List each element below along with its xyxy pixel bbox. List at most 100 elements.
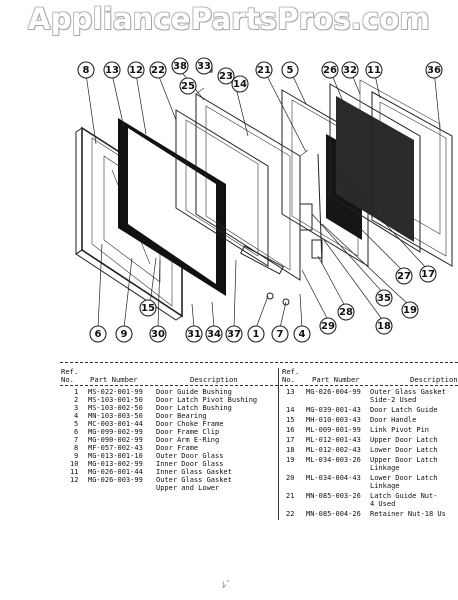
row-description: Lower Door Latch <box>370 474 438 482</box>
svg-text:19: 19 <box>403 305 417 316</box>
callout-32: 32 <box>341 61 359 79</box>
svg-text:6: 6 <box>95 329 102 340</box>
row-part-number: MG-013-002-99 <box>88 460 143 468</box>
row-part-number: MF-057-002-43 <box>88 444 143 452</box>
callout-6: 6 <box>89 325 107 343</box>
callout-36: 36 <box>425 61 443 79</box>
row-ref: 6 <box>74 428 79 436</box>
row-description: Outer Glass Gasket <box>370 388 446 396</box>
callout-7: 7 <box>271 325 289 343</box>
row-description: Link Pivot Pin <box>370 426 430 434</box>
callout-13: 13 <box>103 61 121 79</box>
header-ref-right: Ref. <box>282 367 300 376</box>
svg-text:38: 38 <box>173 61 187 72</box>
row-ref: 15 <box>286 416 295 424</box>
row-description: Door Bearing <box>156 412 207 420</box>
row-description-continued: Upper and Lower <box>156 484 220 492</box>
header-part-number-right: Part Number <box>312 375 360 384</box>
callout-8: 8 <box>77 61 95 79</box>
svg-text:17: 17 <box>421 269 435 280</box>
svg-text:34: 34 <box>207 329 221 340</box>
callout-22: 22 <box>149 61 167 79</box>
callout-26: 26 <box>321 61 339 79</box>
page-mark: ﾚﾞ <box>222 581 232 591</box>
callout-14: 14 <box>231 75 249 93</box>
callout-37: 37 <box>225 325 243 343</box>
svg-text:1: 1 <box>253 329 260 340</box>
callout-17: 17 <box>419 265 437 283</box>
row-description: Door Latch Bushing <box>156 404 232 412</box>
row-ref: 1 <box>74 388 79 396</box>
row-part-number: ML-009-001-99 <box>306 426 361 434</box>
row-part-number: MH-010-003-43 <box>306 416 361 424</box>
svg-text:29: 29 <box>321 321 335 332</box>
row-part-number: MN-085-004-26 <box>306 510 361 518</box>
row-description-continued: 4 Used <box>370 500 396 508</box>
row-ref: 8 <box>74 444 79 452</box>
row-ref: 19 <box>286 456 295 464</box>
callout-25: 25 <box>179 77 197 95</box>
svg-text:12: 12 <box>129 65 143 76</box>
inner-frame <box>175 87 309 281</box>
callout-35: 35 <box>375 289 393 307</box>
svg-text:8: 8 <box>83 65 90 76</box>
row-ref: 18 <box>286 446 295 454</box>
callout-12: 12 <box>127 61 145 79</box>
callout-30: 30 <box>149 325 167 343</box>
svg-text:14: 14 <box>233 79 247 90</box>
row-description: Door Frame Clip <box>156 428 220 436</box>
header-description: Description <box>190 375 238 384</box>
callout-21: 21 <box>255 61 273 79</box>
row-description: Door Arm E-Ring <box>156 436 220 444</box>
row-description: Door Guide Bushing <box>156 388 232 396</box>
callout-23: 23 <box>217 67 235 85</box>
callout-1: 1 <box>247 325 265 343</box>
row-description: Door Handle <box>370 416 417 424</box>
row-ref: 21 <box>286 492 295 500</box>
svg-text:36: 36 <box>427 65 441 76</box>
row-description-continued: Linkage <box>370 482 400 490</box>
row-ref: 4 <box>74 412 79 420</box>
outer-glass-gasket <box>118 118 226 296</box>
row-ref: 7 <box>74 436 79 444</box>
row-description: Inner Glass Gasket <box>156 468 232 476</box>
svg-text:33: 33 <box>197 61 211 72</box>
header-no: No. <box>61 375 74 384</box>
row-description: Upper Door Latch <box>370 456 438 464</box>
svg-text:22: 22 <box>151 65 165 76</box>
svg-text:37: 37 <box>227 329 241 340</box>
svg-text:30: 30 <box>151 329 165 340</box>
row-part-number: MG-090-002-99 <box>88 436 143 444</box>
callout-27: 27 <box>395 267 413 285</box>
row-part-number: MG-013-001-10 <box>88 452 143 460</box>
svg-text:31: 31 <box>187 329 201 340</box>
callout-18: 18 <box>375 317 393 335</box>
svg-text:28: 28 <box>339 307 353 318</box>
row-description-continued: Linkage <box>370 464 400 472</box>
svg-text:13: 13 <box>105 65 119 76</box>
row-description: Retainer Nut-18 Us <box>370 510 446 518</box>
row-description: Latch Guide Nut- <box>370 492 438 500</box>
row-description: Outer Glass Gasket <box>156 476 232 484</box>
row-ref: 16 <box>286 426 295 434</box>
svg-text:21: 21 <box>257 65 271 76</box>
row-ref: 9 <box>74 452 79 460</box>
row-ref: 14 <box>286 406 295 414</box>
row-description: Door Frame <box>156 444 199 452</box>
row-part-number: ML-012-002-43 <box>306 446 361 454</box>
svg-text:27: 27 <box>397 271 411 282</box>
svg-text:35: 35 <box>377 293 391 304</box>
header-ref: Ref. <box>61 367 79 376</box>
row-description-continued: Side-2 Used <box>370 396 417 404</box>
latch-hardware <box>201 65 323 306</box>
row-part-number: MG-026-004-99 <box>306 388 361 396</box>
row-ref: 17 <box>286 436 295 444</box>
mesh-panel <box>329 79 441 253</box>
header-no-right: No. <box>282 375 295 384</box>
row-description: Lower Door Latch <box>370 446 438 454</box>
row-ref: 2 <box>74 396 79 404</box>
row-part-number: MG-039-001-43 <box>306 406 361 414</box>
svg-text:26: 26 <box>323 65 337 76</box>
